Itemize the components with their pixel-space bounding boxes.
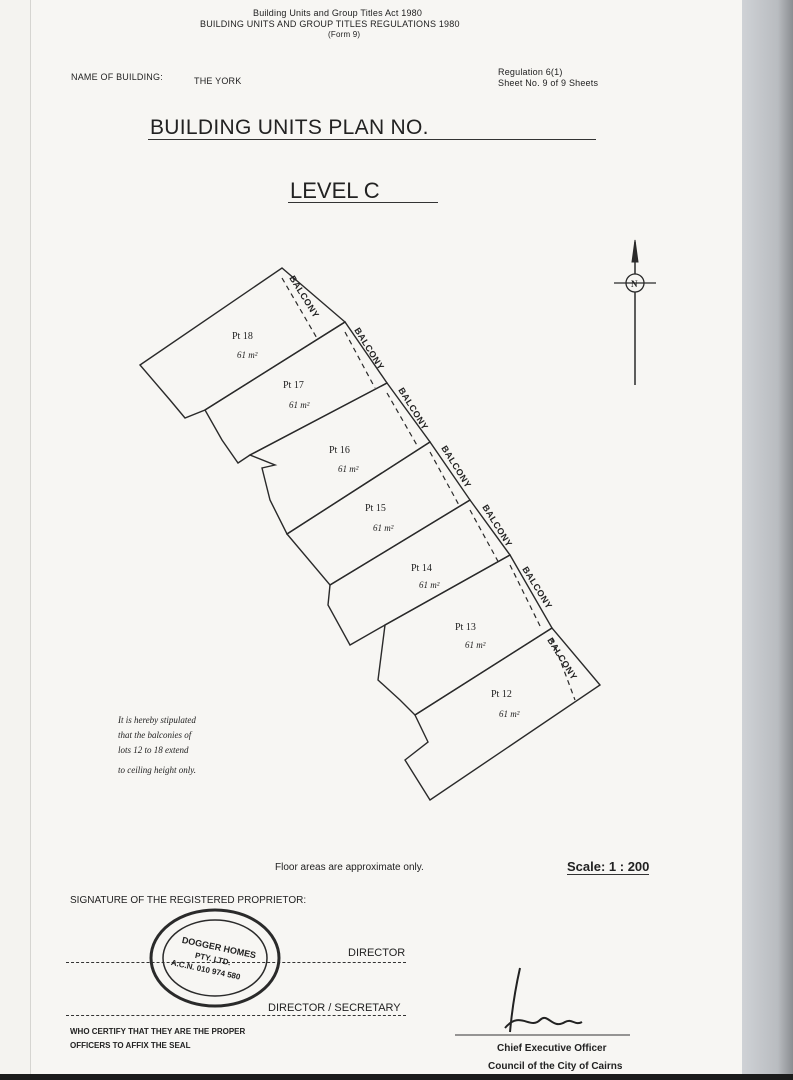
lot-18-area: 61 m² [237, 350, 258, 360]
director-label: DIRECTOR [348, 947, 406, 959]
bottom-bar [0, 1074, 793, 1080]
balcony-line-16 [386, 392, 419, 448]
lot-18-label: Pt 18 [232, 331, 253, 342]
note-line-1: It is hereby stipulated [118, 715, 196, 725]
council-name: Council of the City of Cairns [488, 1061, 623, 1072]
north-arrow [614, 239, 656, 385]
building-label: NAME OF BUILDING: [71, 72, 163, 82]
floor-area-note: Floor areas are approximate only. [275, 862, 424, 873]
regulations-line: BUILDING UNITS AND GROUP TITLES REGULATI… [200, 19, 460, 29]
balcony-line-12 [551, 637, 576, 701]
certify-line-2: OFFICERS TO AFFIX THE SEAL [70, 1041, 191, 1050]
lot-13-area: 61 m² [465, 640, 486, 650]
balcony-line-14 [469, 509, 501, 566]
lot-12-label: Pt 12 [491, 689, 512, 700]
paper-sheet [30, 0, 751, 1080]
lot-15-area: 61 m² [373, 523, 394, 533]
certify-line-1: WHO CERTIFY THAT THEY ARE THE PROPER [70, 1027, 246, 1036]
level-title: LEVEL C [290, 178, 380, 203]
building-name: THE YORK [194, 76, 242, 86]
note-line-3: lots 12 to 18 extend [118, 745, 189, 755]
note-line-4: to ceiling height only. [118, 765, 196, 775]
sheet-number: Sheet No. 9 of 9 Sheets [498, 78, 599, 88]
lot-16-outline [248, 382, 432, 536]
balcony-line-13 [509, 564, 542, 629]
scale-label: Scale: 1 : 200 [567, 859, 650, 875]
secretary-signature-line [66, 1015, 406, 1016]
lot-13-label: Pt 13 [455, 622, 476, 633]
act-line: Building Units and Group Titles Act 1980 [253, 8, 423, 18]
north-symbol: N [631, 279, 638, 289]
balcony-line-18 [281, 277, 319, 341]
director-secretary-label: DIRECTOR / SECRETARY [268, 1002, 401, 1014]
level-underline [288, 202, 438, 203]
balcony-line-15 [429, 451, 461, 508]
lot-14-area: 61 m² [419, 580, 440, 590]
lot-14-label: Pt 14 [411, 563, 432, 574]
lot-16-area: 61 m² [338, 464, 359, 474]
lot-17-area: 61 m² [289, 400, 310, 410]
signature-heading: SIGNATURE OF THE REGISTERED PROPRIETOR: [70, 895, 307, 906]
lot-12-area: 61 m² [499, 709, 520, 719]
director-signature-line [66, 962, 406, 963]
regulation-ref: Regulation 6(1) [498, 67, 563, 77]
balcony-line-17 [344, 331, 376, 389]
lot-12-outline [404, 627, 602, 801]
company-seal-stamp: DOGGER HOMES PTY. LTD. A.C.N. 010 974 58… [149, 908, 281, 1008]
lot-16-label: Pt 16 [329, 445, 350, 456]
lot-15-label: Pt 15 [365, 503, 386, 514]
title-underline [148, 139, 596, 140]
ceo-title: Chief Executive Officer [497, 1043, 607, 1054]
page-title: BUILDING UNITS PLAN NO. [150, 116, 429, 139]
form-line: (Form 9) [328, 30, 361, 39]
page-edge-shadow [742, 0, 793, 1080]
lot-17-label: Pt 17 [283, 380, 304, 391]
note-line-2: that the balconies of [118, 730, 192, 740]
